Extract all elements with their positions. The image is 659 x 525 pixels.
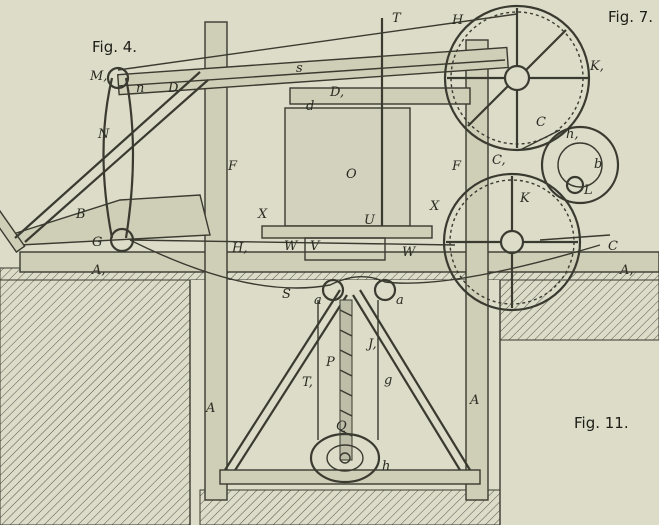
base-beam — [19, 251, 659, 273]
label-a-right: a — [396, 293, 404, 308]
table-frame — [304, 237, 386, 261]
label-F-right: F — [451, 159, 462, 174]
label-S: S — [282, 287, 291, 302]
label-h: h — [382, 459, 390, 474]
label-K: K — [519, 191, 531, 206]
label-L: L — [583, 183, 593, 198]
label-Q: Q — [336, 419, 347, 434]
label-A1-right: A, — [619, 263, 634, 278]
pulley-b — [540, 125, 620, 205]
label-C: C — [536, 115, 546, 130]
left-post — [204, 21, 228, 501]
label-C-low: C — [608, 239, 618, 254]
label-V: V — [310, 239, 321, 254]
bevel-gear — [309, 432, 381, 484]
lower-braces — [219, 289, 481, 485]
label-D1: D, — [329, 85, 344, 100]
pulley-a-left — [321, 278, 345, 302]
label-b: b — [594, 157, 602, 172]
label-A-right: A — [469, 393, 479, 408]
label-J1: J, — [365, 337, 377, 352]
right-post — [465, 39, 489, 501]
pulley-m1 — [106, 66, 130, 90]
label-n: n — [136, 81, 144, 96]
left-frame — [0, 71, 211, 253]
lever-n — [102, 77, 135, 239]
label-D: D — [167, 81, 179, 96]
label-X-right: X — [429, 199, 440, 214]
label-P: P — [325, 355, 335, 370]
label-X-left: X — [257, 207, 268, 222]
label-U: U — [364, 213, 376, 228]
label-T1: T, — [302, 375, 313, 390]
pulley-b-inner — [557, 142, 603, 188]
label-H1: H, — [231, 241, 247, 256]
fig11-label: Fig. 11. — [574, 414, 629, 432]
label-T: T — [392, 11, 402, 26]
label-g: g — [384, 373, 392, 388]
label-s: s — [296, 61, 303, 76]
label-W-right: W — [402, 245, 417, 260]
label-h1: h, — [566, 127, 579, 142]
label-B: B — [75, 207, 86, 222]
work-table — [261, 225, 433, 239]
label-O: O — [346, 167, 357, 182]
belts — [117, 13, 611, 246]
part-labels: T H s D, d K, M, n D N F F O C C, h, b L… — [75, 11, 634, 474]
label-G: G — [92, 235, 102, 250]
flywheel-k1 — [443, 4, 591, 152]
wheel-k — [442, 172, 582, 312]
label-A1-left: A, — [91, 263, 106, 278]
label-a-left: a — [314, 293, 322, 308]
label-C1: C, — [492, 153, 506, 168]
rope-s — [129, 239, 601, 289]
label-F-left: F — [227, 159, 238, 174]
stone-block — [284, 107, 411, 227]
pulley-a-right — [373, 278, 397, 302]
label-A-left: A — [205, 401, 215, 416]
top-beam — [116, 46, 509, 96]
label-K1: K, — [589, 59, 604, 74]
lifting-screw — [317, 299, 379, 461]
label-N: N — [97, 127, 110, 142]
fig7-label: Fig. 7. — [608, 8, 653, 26]
label-d: d — [306, 99, 314, 114]
label-H: H — [451, 13, 464, 28]
fig4-label: Fig. 4. — [92, 38, 137, 56]
label-M1: M, — [89, 69, 107, 84]
pulley-l — [565, 175, 585, 195]
press-beam-d — [289, 87, 471, 105]
label-W-left: W — [284, 239, 299, 254]
